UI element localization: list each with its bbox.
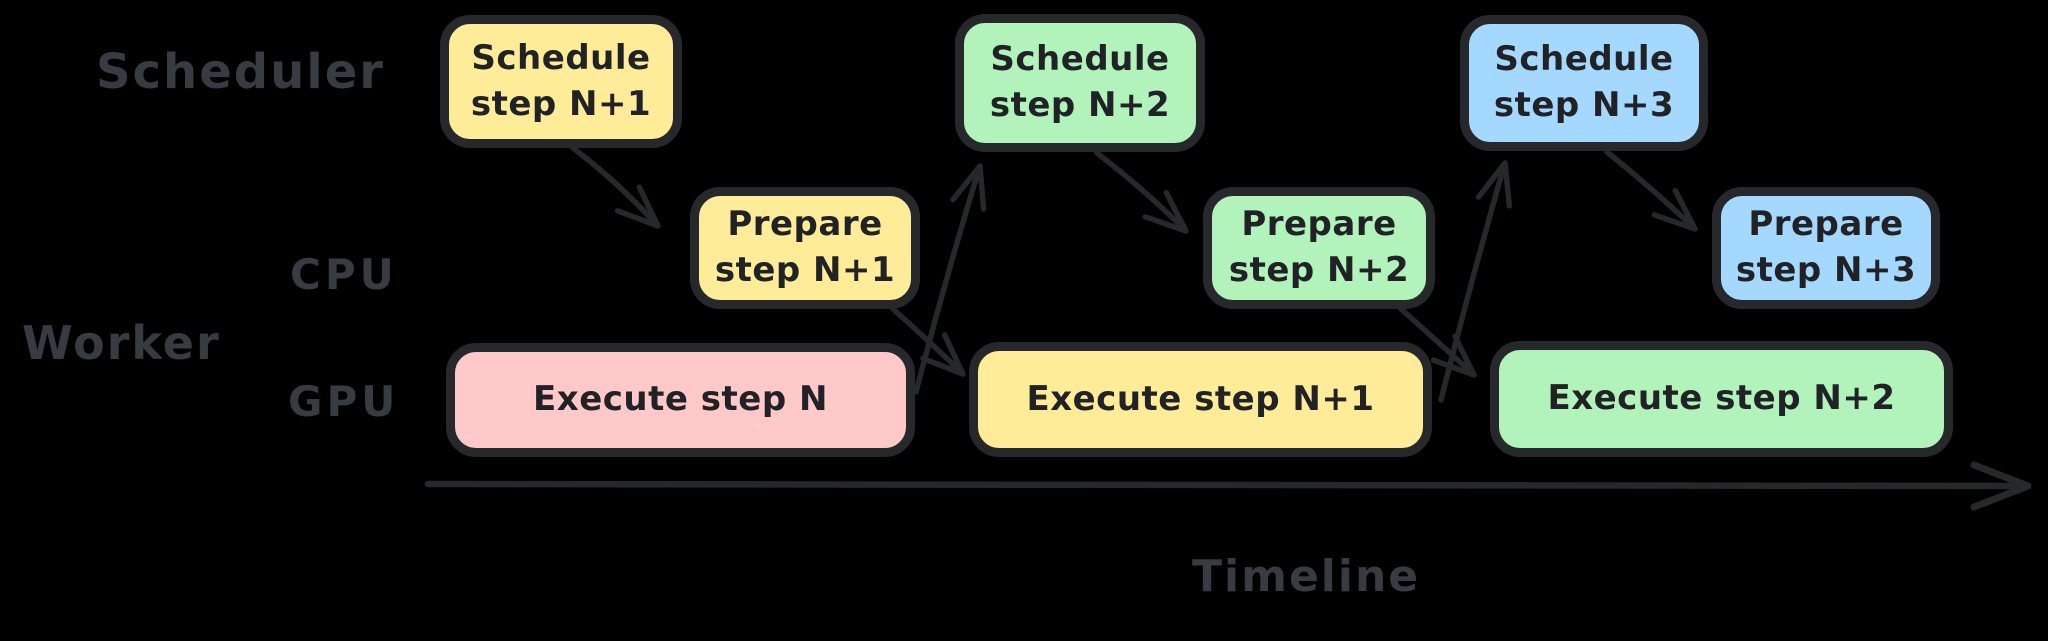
arrow-schedule-n3-to-prepare-n3 [1604,149,1698,232]
node-schedule-step-n2: Schedule step N+2 [955,14,1205,152]
node-text-line1: Prepare [1241,204,1397,245]
node-text-line2: step N+2 [989,85,1171,125]
node-prepare-step-n2: Prepare step N+2 [1203,187,1435,309]
node-text-line2: step N+3 [1735,250,1917,290]
node-execute-step-n2: Execute step N+2 [1490,341,1953,457]
node-text-line1: Schedule [990,39,1170,80]
node-text-line1: Schedule [1494,39,1674,80]
node-text-line1: Prepare [727,204,883,245]
row-label-gpu: GPU [288,377,400,426]
timeline-axis-arrow [424,461,2032,511]
row-label-worker: Worker [22,316,221,370]
node-schedule-step-n1: Schedule step N+1 [440,15,682,148]
arrow-schedule-n1-to-prepare-n1 [570,145,661,229]
node-text-line1: Execute step N+2 [1547,378,1896,419]
node-text-line2: step N+3 [1493,85,1675,125]
node-text-line2: step N+1 [714,250,896,290]
node-schedule-step-n3: Schedule step N+3 [1460,15,1708,151]
node-execute-step-n1: Execute step N+1 [969,342,1432,457]
node-execute-step-n: Execute step N [446,343,915,457]
node-prepare-step-n1: Prepare step N+1 [690,187,920,309]
row-label-scheduler: Scheduler [96,44,385,100]
node-text-line1: Execute step N [533,379,828,420]
arrow-schedule-n2-to-prepare-n2 [1094,150,1189,234]
node-text-line2: step N+2 [1228,250,1410,290]
node-text-line1: Schedule [471,37,651,78]
row-label-cpu: CPU [290,250,398,299]
node-text-line2: step N+1 [470,83,652,124]
node-text-line1: Prepare [1748,204,1904,245]
node-text-line1: Execute step N+1 [1026,378,1375,419]
node-prepare-step-n3: Prepare step N+3 [1712,187,1940,309]
timeline-axis-label: Timeline [1192,551,1421,602]
